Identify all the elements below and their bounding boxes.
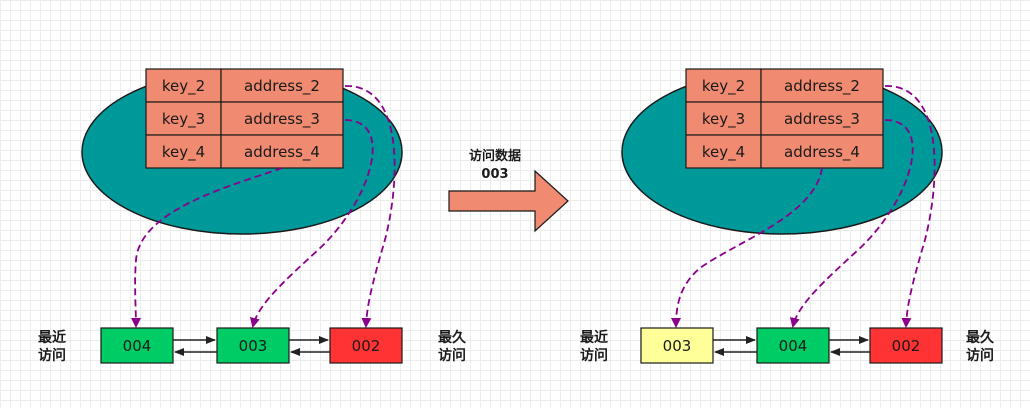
list-node xyxy=(640,327,714,364)
list-node xyxy=(329,327,403,364)
pointer-address-4-to-004 xyxy=(789,119,914,328)
node-label: 003 xyxy=(663,337,692,355)
linked-list: 004 003 002 xyxy=(100,327,403,364)
node-label: 004 xyxy=(123,337,152,355)
pointer-address-3-to-003 xyxy=(671,167,823,328)
list-node xyxy=(100,327,174,364)
list-node xyxy=(869,327,943,364)
recent-access-label: 访问 xyxy=(580,347,608,364)
node-label: 003 xyxy=(239,337,268,355)
address-text: address_3 xyxy=(784,110,860,129)
key-text: key_3 xyxy=(702,110,745,129)
address-text: address_4 xyxy=(244,143,320,162)
transition-arrow xyxy=(448,169,569,233)
transition-value: 003 xyxy=(481,167,508,182)
key-cell xyxy=(685,134,762,169)
node-label: 004 xyxy=(779,337,808,355)
hash-table: key_2 address_2 key_3 address_3 key_4 ad… xyxy=(685,68,884,169)
address-text: address_2 xyxy=(244,77,320,96)
recent-access-label: 最近 xyxy=(38,329,66,346)
linked-list: 003 004 002 xyxy=(640,327,943,364)
transition: 访问数据 003 xyxy=(448,148,569,233)
key-cell xyxy=(145,101,222,136)
hash-table: key_2 address_2 key_3 address_3 key_4 ad… xyxy=(145,68,344,169)
recent-access-label: 访问 xyxy=(38,347,66,364)
address-cell xyxy=(760,134,884,169)
list-node xyxy=(216,327,290,364)
before-state: key_2 address_2 key_3 address_3 key_4 ad… xyxy=(38,68,467,364)
list-node xyxy=(756,327,830,364)
recent-access-label: 最近 xyxy=(580,329,608,346)
key-text: key_2 xyxy=(702,77,745,96)
pointer-address-2-to-002 xyxy=(884,85,936,328)
oldest-access-label: 访问 xyxy=(438,347,466,364)
key-cell xyxy=(145,68,222,103)
pointer-address-4-to-004 xyxy=(130,167,283,328)
key-text: key_4 xyxy=(162,143,205,162)
oldest-access-label: 访问 xyxy=(966,347,994,364)
address-cell xyxy=(760,68,884,103)
key-cell xyxy=(145,134,222,169)
address-cell xyxy=(220,68,344,103)
oldest-access-label: 最久 xyxy=(438,329,467,346)
after-state: key_2 address_2 key_3 address_3 key_4 ad… xyxy=(580,68,995,364)
key-text: key_2 xyxy=(162,77,205,96)
address-text: address_4 xyxy=(784,143,860,162)
key-text: key_3 xyxy=(162,110,205,129)
key-cell xyxy=(685,68,762,103)
address-text: address_3 xyxy=(244,110,320,129)
node-label: 002 xyxy=(892,337,921,355)
pointer-address-3-to-003 xyxy=(249,119,374,328)
key-text: key_4 xyxy=(702,143,745,162)
oldest-access-label: 最久 xyxy=(966,329,995,346)
transition-label: 访问数据 xyxy=(469,148,521,164)
pointer-address-2-to-002 xyxy=(344,85,396,328)
key-cell xyxy=(685,101,762,136)
address-text: address_2 xyxy=(784,77,860,96)
node-label: 002 xyxy=(352,337,381,355)
